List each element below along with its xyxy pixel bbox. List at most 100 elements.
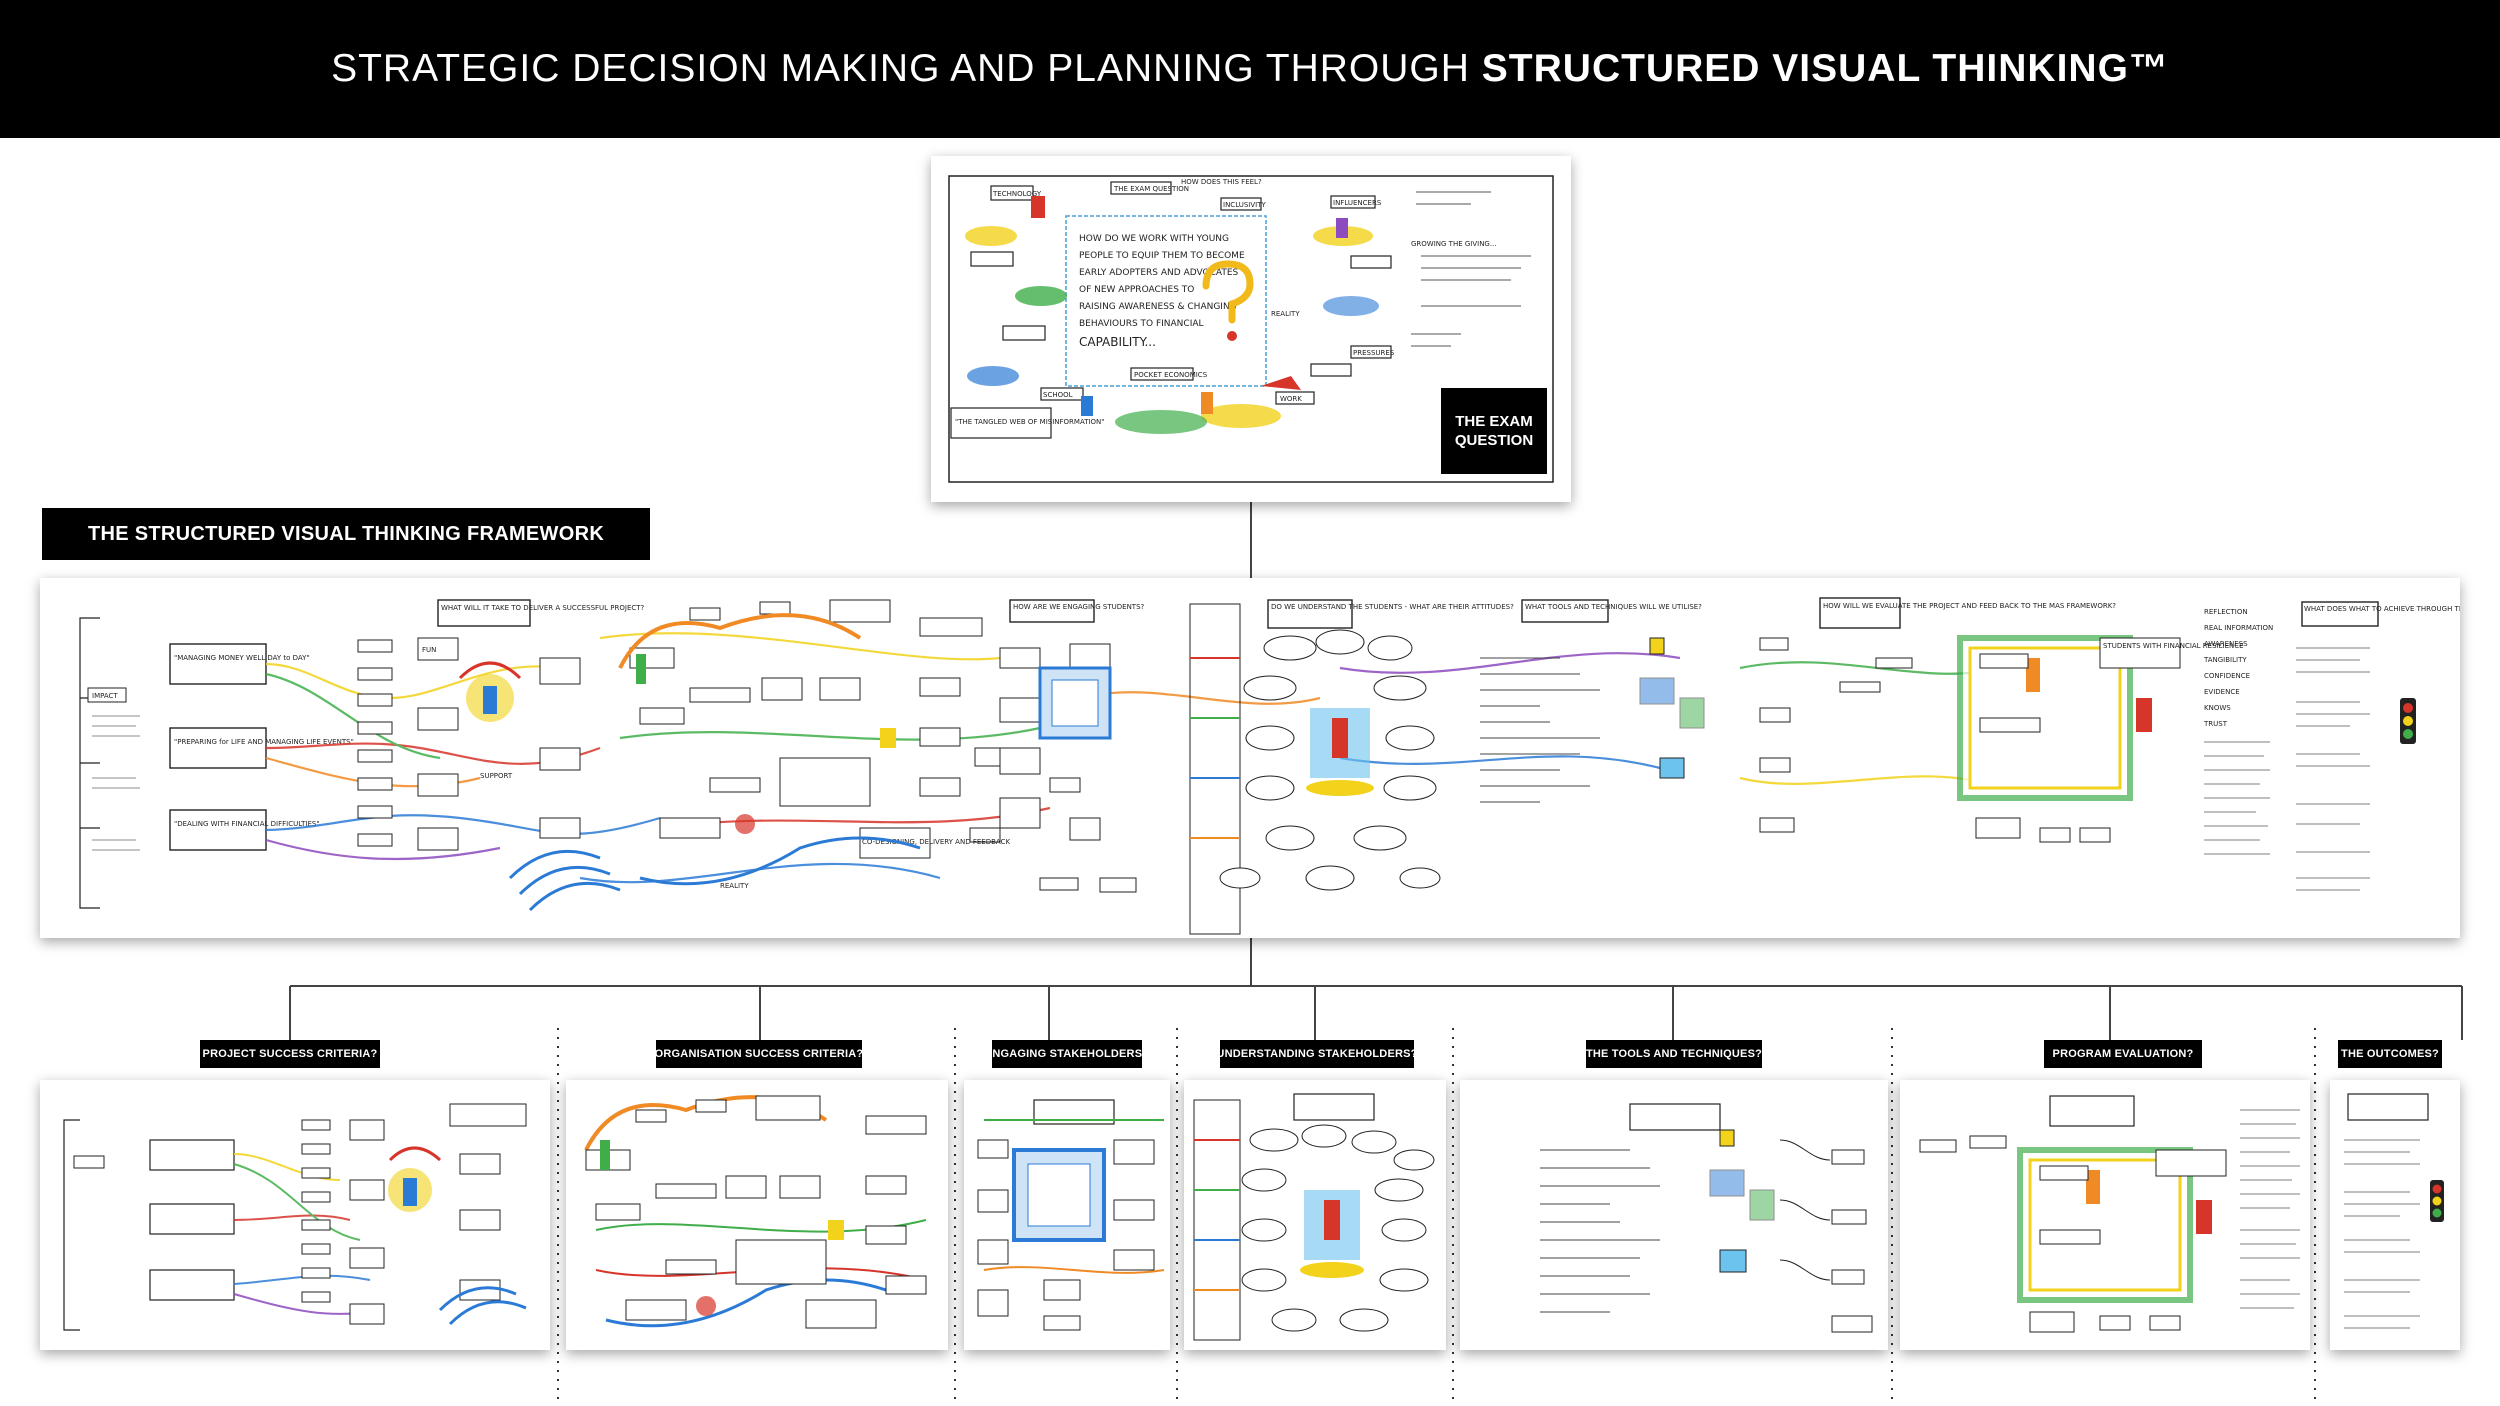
understand-figure: [1190, 657, 1374, 839]
page-title-regular: STRATEGIC DECISION MAKING AND PLANNING T…: [331, 47, 1482, 90]
svg-text:TRUST: TRUST: [2203, 720, 2228, 728]
fun-label: FUN: [422, 646, 436, 654]
svg-text:EVIDENCE: EVIDENCE: [2204, 688, 2240, 696]
thought-bubbles: [1219, 629, 1441, 891]
page-title: STRATEGIC DECISION MAKING AND PLANNING T…: [331, 47, 2169, 91]
theme-1: "MANAGING MONEY WELL DAY to DAY": [174, 654, 310, 662]
engaging-stakeholders-sketch: [977, 1099, 1165, 1331]
svg-text:HOW DOES THIS FEEL?: HOW DOES THIS FEEL?: [1181, 178, 1262, 186]
section-label-engaging-stakeholders: ENGAGING STAKEHOLDERS?: [985, 1040, 1149, 1068]
exam-notes: [1411, 191, 1531, 347]
impact-label: IMPACT: [92, 692, 118, 700]
page-title-bold: STRUCTURED VISUAL THINKING™: [1481, 47, 2169, 90]
question-line-2: PEOPLE TO EQUIP THEM TO BECOME: [1079, 251, 1245, 261]
flow-lines: [265, 632, 2001, 884]
question-mark-icon: [1202, 260, 1254, 341]
exam-label-boxes: [950, 181, 1392, 439]
exam-tag-line2: QUESTION: [1454, 432, 1534, 449]
section-panel-organisation-success: [566, 1080, 948, 1350]
section-panel-program-evaluation: [1900, 1080, 2310, 1350]
exam-sketch: HOW DO WE WORK WITH YOUNG PEOPLE TO EQUI…: [948, 175, 1554, 483]
outcome-notes: [2204, 741, 2270, 855]
support-label: SUPPORT: [480, 772, 513, 780]
svg-text:SCHOOL: SCHOOL: [1043, 391, 1073, 399]
svg-text:GROWING THE GIVING...: GROWING THE GIVING...: [1411, 240, 1497, 248]
svg-text:WORK: WORK: [1280, 395, 1302, 403]
svg-text:REAL INFORMATION: REAL INFORMATION: [2204, 624, 2273, 632]
section-label-understanding-stakeholders: UNDERSTANDING STAKEHOLDERS?: [1216, 1040, 1417, 1068]
tools-icons: [1639, 637, 1705, 779]
exam-sketch-figures: [965, 196, 1379, 434]
outcomes-sketch: [2344, 1093, 2444, 1329]
section-label-outcomes: THE OUTCOMES?: [2338, 1040, 2442, 1068]
section-panel-understanding-stakeholders: [1184, 1080, 1446, 1350]
tools-question: WHAT TOOLS AND TECHNIQUES WILL WE UTILIS…: [1525, 603, 1702, 611]
org-boxes: [629, 599, 1014, 859]
question-line-3: EARLY ADOPTERS AND ADVOCATES: [1079, 268, 1239, 278]
section-label-tools-techniques: THE TOOLS AND TECHNIQUES?: [1586, 1040, 1762, 1068]
engage-question: HOW ARE WE ENGAGING STUDENTS?: [1013, 603, 1145, 611]
svg-text:AWARENESS: AWARENESS: [2204, 640, 2248, 648]
exam-labels: THE EXAM QUESTION INFLUENCERS INCLUSIVIT…: [955, 178, 1497, 426]
reality-label: REALITY: [720, 882, 749, 890]
project-success-sketch: [63, 1103, 527, 1331]
org-sketch: [618, 613, 921, 886]
question-line-5: RAISING AWARENESS & CHANGING: [1079, 302, 1237, 312]
outcome-list: REFLECTION REAL INFORMATION AWARENESS TA…: [2203, 608, 2273, 728]
impact-tree: [79, 617, 100, 909]
exam-question-text: HOW DO WE WORK WITH YOUNG PEOPLE TO EQUI…: [1079, 234, 1245, 349]
exam-question-tag: THE EXAM QUESTION: [1441, 388, 1547, 474]
svg-text:TANGIBILITY: TANGIBILITY: [2203, 656, 2247, 664]
blue-waves: [508, 849, 621, 912]
tools-notes: [1480, 657, 1600, 803]
exam-question-panel: HOW DO WE WORK WITH YOUNG PEOPLE TO EQUI…: [931, 156, 1571, 502]
section-panel-engaging-stakeholders: [964, 1080, 1170, 1350]
section-label-program-evaluation: PROGRAM EVALUATION?: [2044, 1040, 2202, 1068]
svg-text:REFLECTION: REFLECTION: [2204, 608, 2248, 616]
feedback-label: CO-DESIGNING, DELIVERY AND FEEDBACK: [862, 838, 1010, 846]
exam-tag-line1: THE EXAM: [1455, 413, 1533, 430]
success-figure: [458, 661, 522, 722]
svg-text:CONFIDENCE: CONFIDENCE: [2204, 672, 2250, 680]
organisation-success-sketch: [584, 1095, 927, 1329]
framework-sketch: IMPACT "MANAGING MONEY WELL DAY to DAY" …: [79, 597, 2460, 935]
tools-techniques-sketch: [1540, 1103, 1873, 1333]
section-panel-outcomes: [2330, 1080, 2460, 1350]
success-boxes: [357, 637, 581, 851]
framework-label: THE STRUCTURED VISUAL THINKING FRAMEWORK: [42, 508, 650, 560]
section-label-project-success: PROJECT SUCCESS CRITERIA?: [200, 1040, 380, 1068]
outcomes-traffic-light-icon: [2430, 1180, 2444, 1222]
evaluation-sketch: [1839, 635, 2152, 843]
success-question: WHAT WILL IT TAKE TO DELIVER A SUCCESSFU…: [441, 604, 645, 612]
resilience-label: STUDENTS WITH FINANCIAL RESILIENCE: [2103, 642, 2244, 650]
tools-boxes: [1759, 637, 1795, 833]
question-line-1: HOW DO WE WORK WITH YOUNG: [1079, 234, 1229, 244]
engage-boxes: [999, 643, 1137, 893]
traffic-light-icon: [2400, 698, 2416, 744]
section-label-organisation-success: ORGANISATION SUCCESS CRITERIA?: [655, 1040, 863, 1068]
question-line-7: CAPABILITY...: [1079, 335, 1156, 349]
understanding-stakeholders-sketch: [1193, 1093, 1435, 1341]
svg-text:POCKET ECONOMICS: POCKET ECONOMICS: [1134, 371, 1208, 379]
svg-text:PRESSURES: PRESSURES: [1353, 349, 1395, 357]
svg-text:THE EXAM QUESTION: THE EXAM QUESTION: [1113, 185, 1189, 193]
svg-text:INCLUSIVITY: INCLUSIVITY: [1223, 201, 1267, 209]
impact-notes: [92, 715, 140, 851]
svg-text:"THE TANGLED WEB OF MISINFORMA: "THE TANGLED WEB OF MISINFORMATION": [955, 418, 1105, 426]
question-line-6: BEHAVIOURS TO FINANCIAL: [1079, 319, 1204, 329]
theme-2: "PREPARING for LIFE AND MANAGING LIFE EV…: [174, 738, 354, 746]
svg-text:TECHNOLOGY: TECHNOLOGY: [992, 190, 1042, 198]
svg-text:INFLUENCERS: INFLUENCERS: [1333, 199, 1382, 207]
section-panel-tools-techniques: [1460, 1080, 1888, 1350]
theme-3: "DEALING WITH FINANCIAL DIFFICULTIES": [174, 820, 320, 828]
theme-boxes: [169, 643, 267, 851]
understand-question: DO WE UNDERSTAND THE STUDENTS - WHAT ARE…: [1271, 603, 1514, 611]
question-line-4: OF NEW APPROACHES TO: [1079, 285, 1194, 295]
header-bar: STRATEGIC DECISION MAKING AND PLANNING T…: [0, 0, 2500, 138]
section-panel-project-success: [40, 1080, 550, 1350]
outcome-question: WHAT DOES WHAT TO ACHIEVE THROUGH THIS P…: [2304, 605, 2460, 613]
evaluate-question: HOW WILL WE EVALUATE THE PROJECT AND FEE…: [1823, 602, 2116, 610]
svg-text:REALITY: REALITY: [1271, 310, 1300, 318]
outcome-notes-2: [2296, 647, 2370, 891]
framework-panel: IMPACT "MANAGING MONEY WELL DAY to DAY" …: [40, 578, 2460, 938]
